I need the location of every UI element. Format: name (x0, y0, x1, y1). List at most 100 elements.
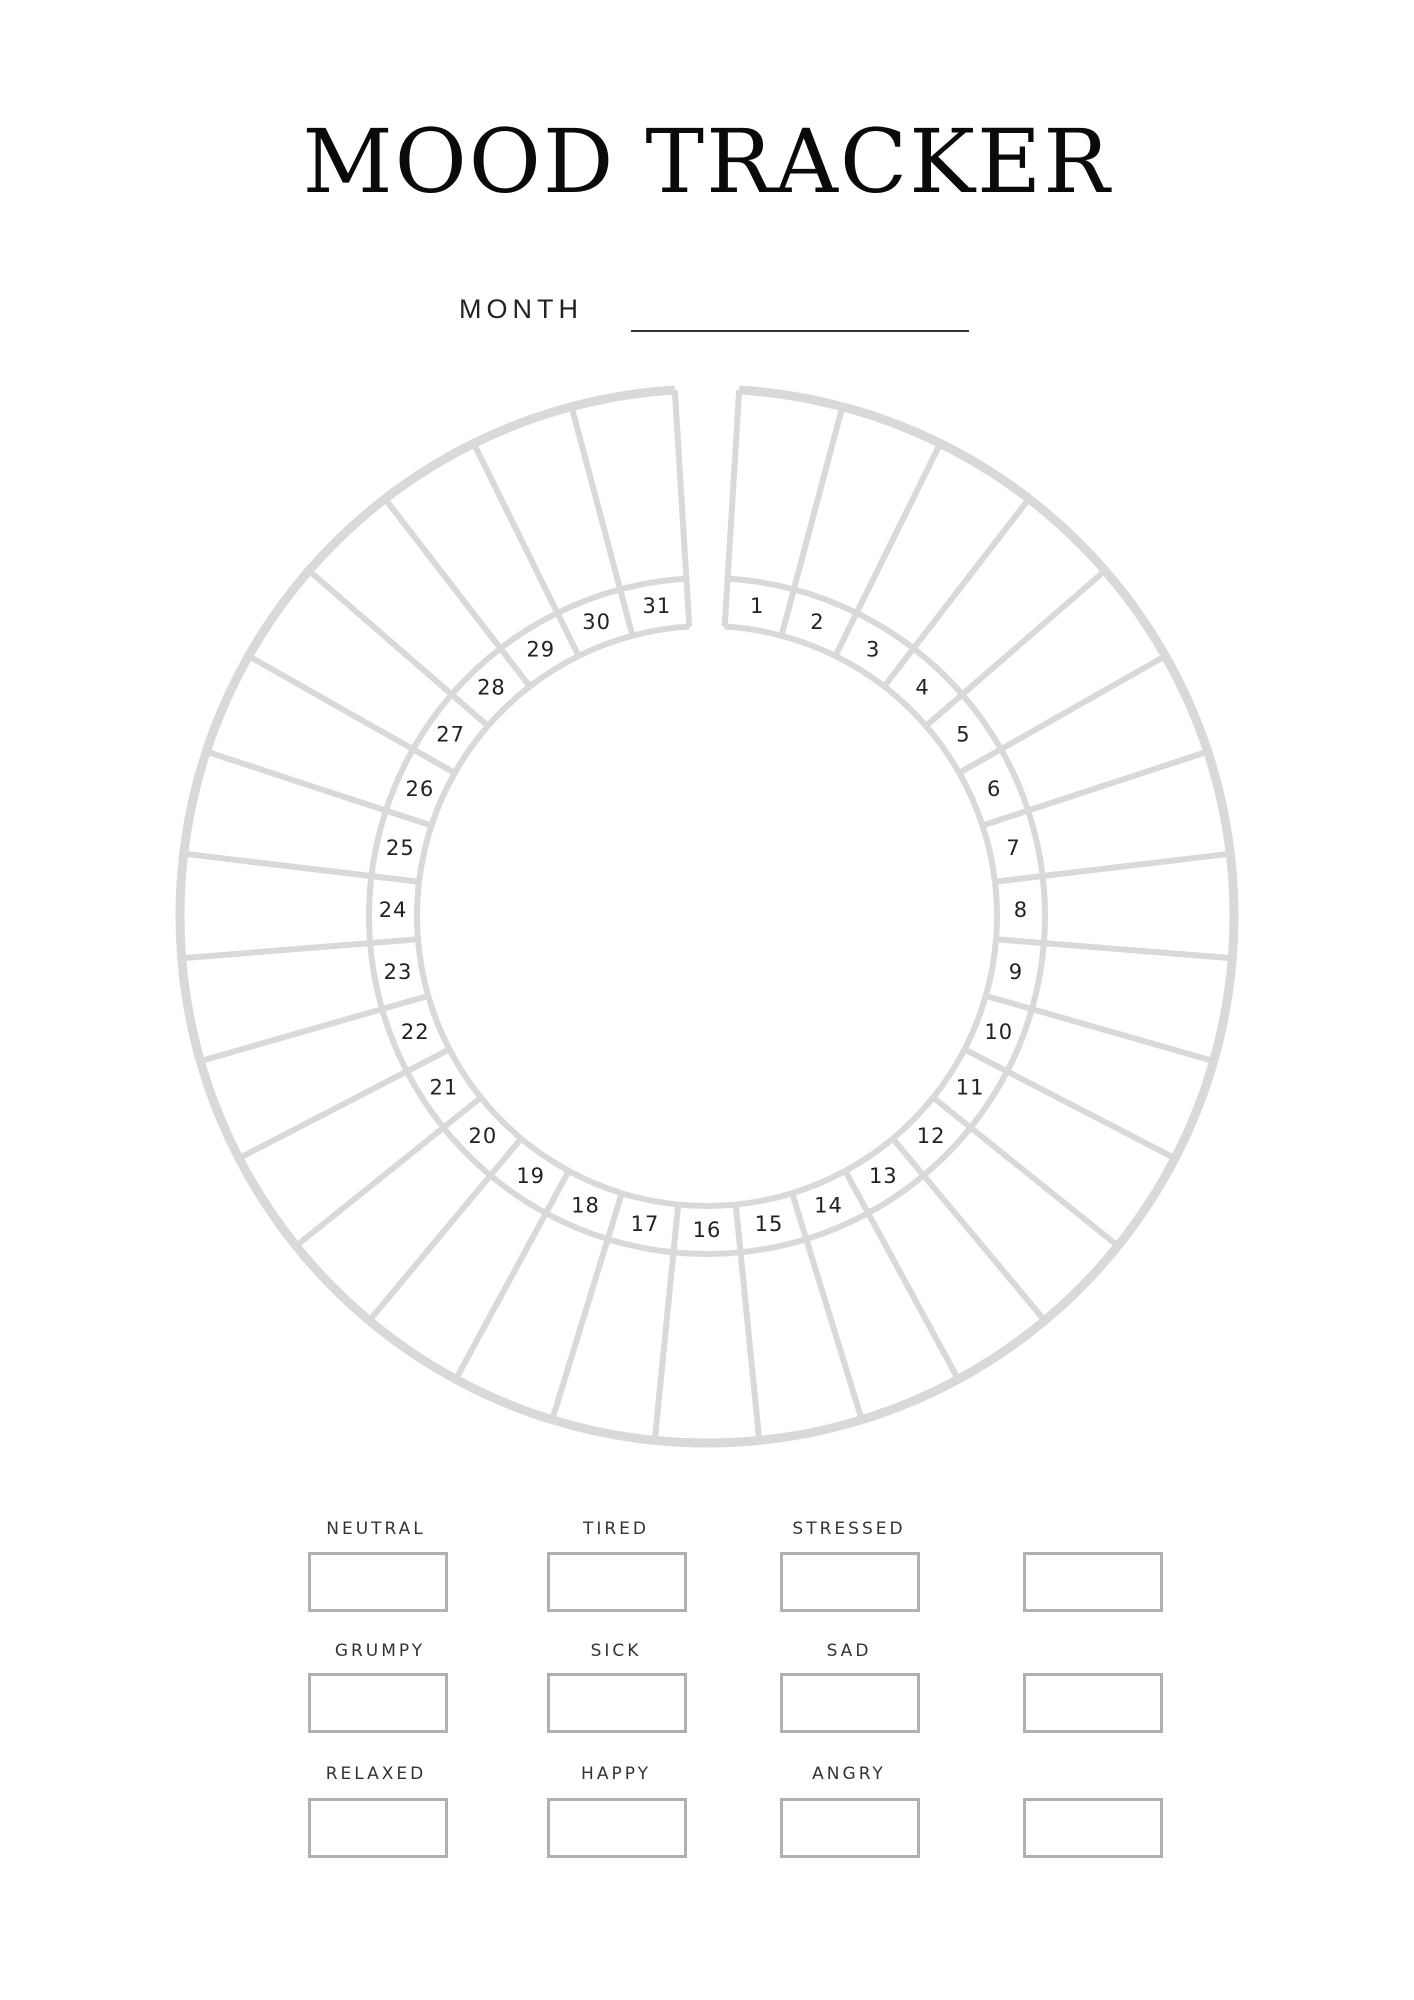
segment-divider (549, 1192, 625, 1421)
day-segment[interactable]: 23 (177, 938, 432, 1065)
day-number: 24 (379, 898, 408, 922)
day-segment[interactable]: 4 (881, 495, 1109, 728)
segment-divider (994, 850, 1231, 885)
mood-fill-cell[interactable] (923, 1127, 1118, 1321)
day-segment[interactable]: 21 (235, 1047, 484, 1249)
legend-color-box-stressed[interactable] (780, 1552, 920, 1612)
day-number: 1 (750, 594, 764, 618)
day-number: 8 (1014, 898, 1028, 922)
mood-fill-cell[interactable] (1000, 655, 1208, 811)
segment-divider (307, 568, 490, 729)
mood-fill-cell[interactable] (248, 570, 452, 750)
mood-fill-cell[interactable] (740, 1239, 862, 1441)
mood-fill-cell[interactable] (455, 1213, 608, 1420)
segment-divider (789, 1192, 865, 1421)
legend-label-sick: SICK (590, 1641, 642, 1661)
mood-fill-cell[interactable] (962, 570, 1166, 750)
day-number: 14 (814, 1194, 843, 1218)
legend-color-box-custom-3[interactable] (1023, 1798, 1163, 1858)
legend-color-box-custom-2[interactable] (1023, 1673, 1163, 1733)
day-number: 12 (917, 1124, 946, 1148)
mood-fill-cell[interactable] (181, 943, 383, 1062)
day-number: 22 (401, 1020, 430, 1044)
segment-divider (651, 1204, 682, 1441)
segment-divider (984, 992, 1215, 1065)
day-segment[interactable]: 3 (832, 439, 1032, 689)
day-segment[interactable]: 11 (930, 1046, 1179, 1249)
mood-fill-cell[interactable] (206, 655, 414, 811)
day-number: 18 (571, 1194, 600, 1218)
day-number: 16 (693, 1218, 722, 1242)
day-segment[interactable]: 27 (244, 567, 491, 776)
mood-fill-cell[interactable] (654, 1252, 760, 1443)
segment-divider (453, 1169, 572, 1381)
mood-fill-cell[interactable] (369, 1175, 546, 1380)
day-segment[interactable]: 8 (991, 850, 1239, 959)
legend-label-tired: TIRED (582, 1519, 650, 1539)
day-number: 25 (386, 836, 415, 860)
mood-fill-cell[interactable] (385, 443, 558, 649)
mood-fill-cell[interactable] (183, 751, 386, 877)
legend-color-box-sad[interactable] (780, 1673, 920, 1733)
legend-label-stressed: STRESSED (792, 1519, 906, 1539)
mood-fill-cell[interactable] (571, 389, 687, 590)
day-number: 10 (984, 1020, 1013, 1044)
day-segment[interactable]: 19 (366, 1136, 572, 1384)
day-number: 27 (436, 723, 465, 747)
day-number: 26 (405, 777, 434, 801)
day-segment[interactable]: 6 (956, 653, 1212, 827)
day-segment[interactable]: 24 (175, 853, 423, 962)
day-segment[interactable]: 13 (843, 1136, 1048, 1384)
day-segment[interactable]: 5 (923, 567, 1170, 775)
legend-color-box-grumpy[interactable] (308, 1673, 448, 1733)
segment-divider (237, 1046, 451, 1161)
mood-fill-cell[interactable] (856, 443, 1029, 649)
day-segment[interactable]: 17 (550, 1190, 682, 1445)
mood-fill-cell[interactable] (180, 853, 372, 959)
mood-fill-cell[interactable] (868, 1175, 1045, 1380)
day-segment[interactable]: 12 (890, 1095, 1122, 1325)
day-segment[interactable]: 18 (453, 1168, 625, 1425)
legend-label-sad: SAD (826, 1641, 872, 1661)
legend-color-box-relaxed[interactable] (308, 1798, 448, 1858)
mood-fill-cell[interactable] (1042, 853, 1234, 959)
mood-fill-cell[interactable] (308, 498, 501, 695)
day-segment[interactable]: 15 (735, 1190, 865, 1445)
mood-fill-cell[interactable] (970, 1071, 1176, 1246)
day-segment[interactable]: 29 (382, 439, 580, 689)
month-input-line[interactable] (631, 330, 969, 332)
mood-fill-cell[interactable] (552, 1239, 674, 1441)
legend-color-box-angry[interactable] (780, 1798, 920, 1858)
day-number: 28 (477, 676, 506, 700)
segment-divider (199, 992, 430, 1065)
legend-color-box-happy[interactable] (547, 1798, 687, 1858)
segment-divider (957, 653, 1167, 776)
legend-color-box-tired[interactable] (547, 1552, 687, 1612)
segment-divider (732, 1204, 763, 1441)
mood-fill-cell[interactable] (296, 1127, 491, 1321)
segment-divider (842, 1169, 961, 1381)
segment-divider (181, 936, 419, 962)
day-segment[interactable]: 25 (179, 750, 435, 885)
segment-divider (183, 850, 420, 885)
segment-divider (568, 405, 636, 637)
mood-fill-cell[interactable] (727, 389, 843, 590)
day-number: 13 (869, 1164, 898, 1188)
legend-color-box-custom-1[interactable] (1023, 1552, 1163, 1612)
day-segment[interactable]: 31 (568, 385, 690, 639)
day-number: 4 (915, 676, 929, 700)
day-number: 17 (631, 1212, 660, 1236)
mood-fill-cell[interactable] (1028, 751, 1231, 877)
day-segment[interactable]: 1 (721, 385, 844, 639)
segment-divider (832, 442, 943, 658)
day-segment[interactable]: 9 (982, 936, 1237, 1063)
legend-color-box-neutral[interactable] (308, 1552, 448, 1612)
day-segment[interactable]: 16 (654, 1201, 763, 1448)
mood-fill-cell[interactable] (913, 498, 1106, 695)
mood-fill-cell[interactable] (1031, 943, 1233, 1062)
mood-fill-cell[interactable] (238, 1071, 444, 1246)
legend-color-box-sick[interactable] (547, 1673, 687, 1733)
mood-fill-cell[interactable] (806, 1213, 959, 1420)
segment-divider (721, 389, 743, 627)
day-segment[interactable]: 7 (979, 748, 1235, 883)
